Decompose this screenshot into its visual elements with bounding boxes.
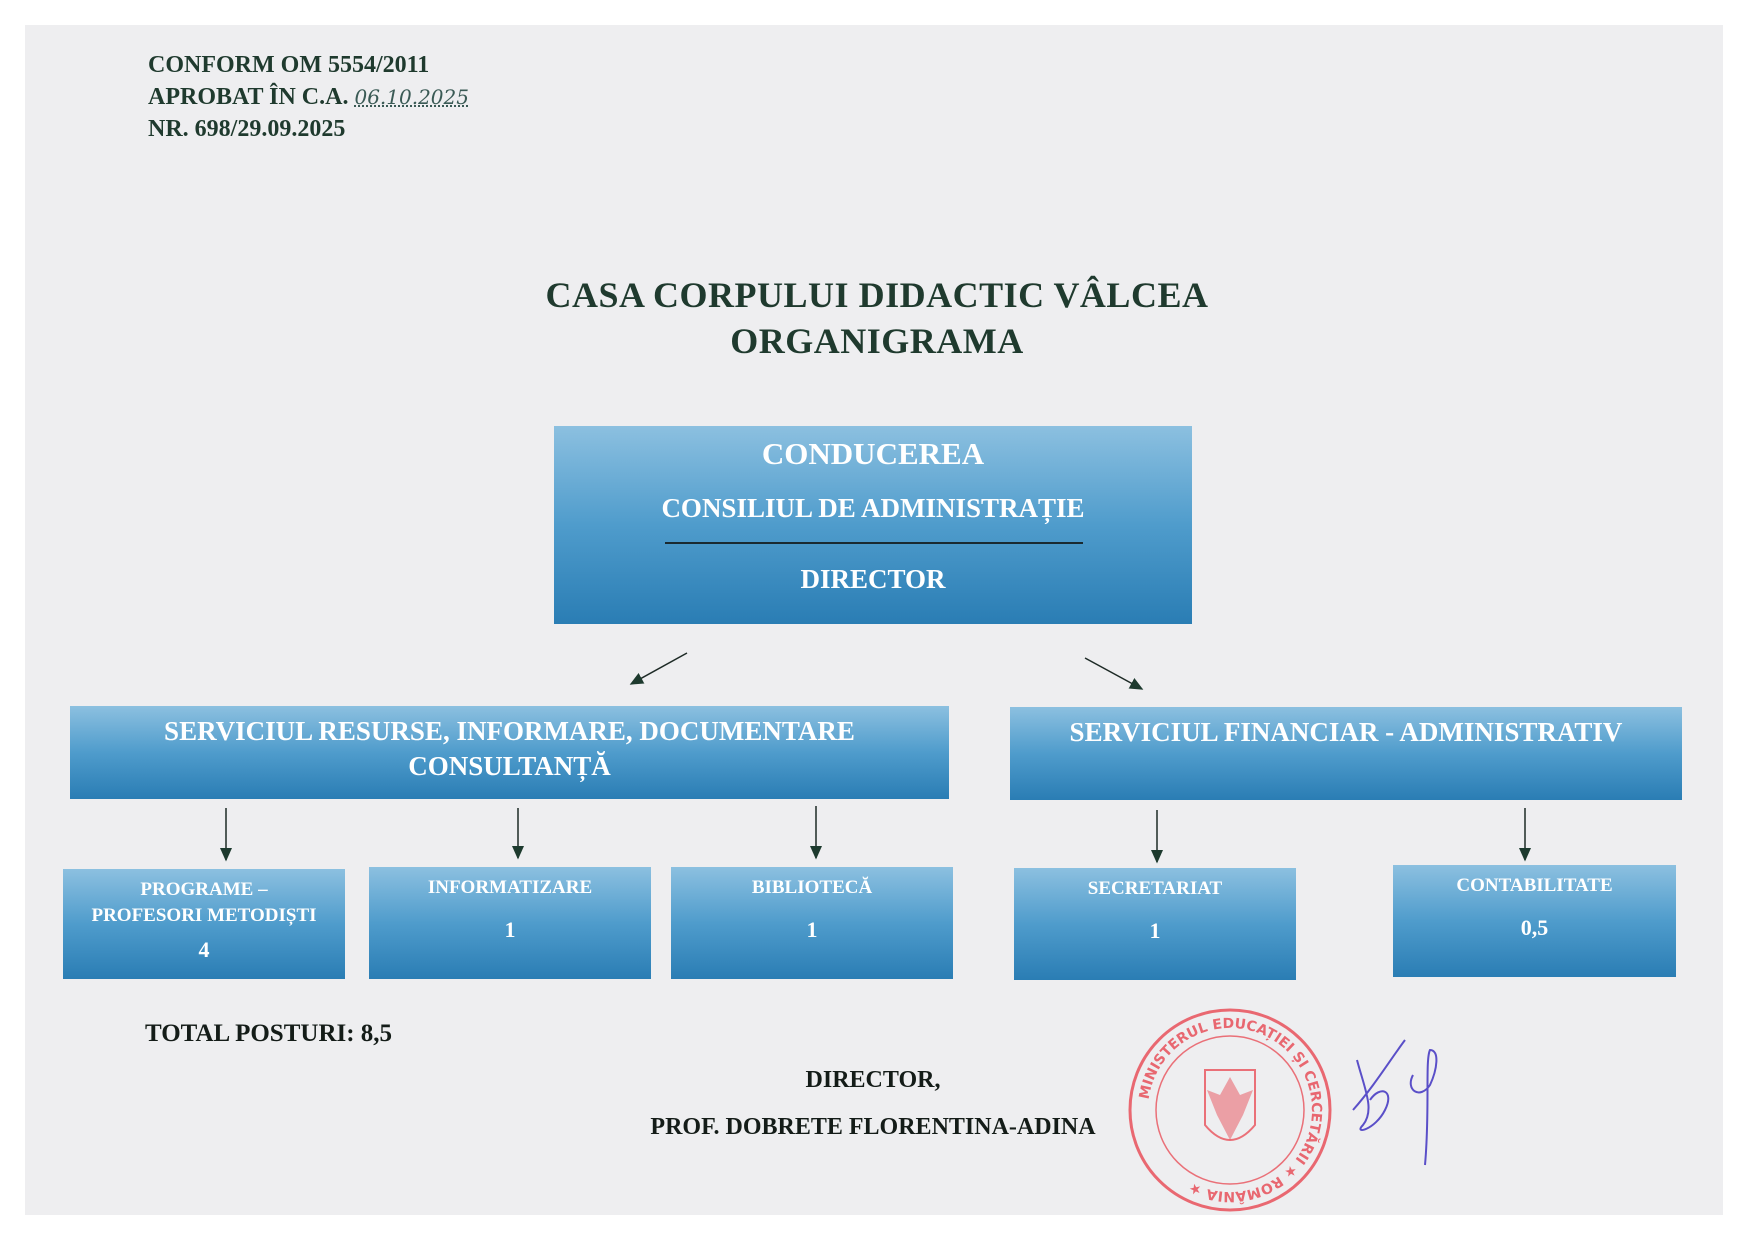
director-label: DIRECTOR bbox=[800, 564, 946, 594]
service-resources-line2: CONSULTANȚĂ bbox=[408, 751, 611, 781]
unit-label: BIBLIOTECĂ bbox=[751, 877, 873, 898]
divider bbox=[665, 542, 1083, 544]
handwritten-date: 06.10.2025 bbox=[354, 85, 469, 109]
service-resources-line1: SERVICIUL RESURSE, INFORMARE, DOCUMENTAR… bbox=[164, 716, 855, 746]
handwritten-signature bbox=[1352, 1039, 1438, 1166]
arrow-left bbox=[629, 652, 688, 685]
unit-posts: 1 bbox=[504, 917, 516, 942]
unit-label: CONTABILITATE bbox=[1456, 875, 1613, 896]
council-label: CONSILIUL DE ADMINISTRAȚIE bbox=[661, 493, 1085, 523]
unit-posts: 1 bbox=[1149, 918, 1161, 943]
signature-name: PROF. DOBRETE FLORENTINA-ADINA bbox=[650, 1114, 1096, 1140]
header-number: NR. 698/29.09.2025 bbox=[148, 116, 346, 142]
total-posts: TOTAL POSTURI: 8,5 bbox=[145, 1020, 393, 1047]
unit-posts: 1 bbox=[806, 917, 818, 942]
signature-role: DIRECTOR, bbox=[805, 1067, 941, 1093]
approved-label: APROBAT ÎN C.A. bbox=[148, 84, 349, 110]
unit-box-biblioteca: BIBLIOTECĂ 1 bbox=[671, 867, 953, 979]
unit-box-informatizare: INFORMATIZARE 1 bbox=[369, 867, 651, 979]
page-title: CASA CORPULUI DIDACTIC VÂLCEA bbox=[545, 275, 1209, 315]
page-subtitle: ORGANIGRAMA bbox=[730, 321, 1024, 361]
unit-box-contabilitate: CONTABILITATE 0,5 bbox=[1393, 865, 1676, 977]
unit-box-secretariat: SECRETARIAT 1 bbox=[1014, 868, 1296, 980]
service-resources-box: SERVICIUL RESURSE, INFORMARE, DOCUMENTAR… bbox=[70, 706, 949, 799]
header-approved: APROBAT ÎN C.A. 06.10.2025 bbox=[148, 84, 469, 111]
service-financial-label: SERVICIUL FINANCIAR - ADMINISTRATIV bbox=[1069, 717, 1623, 747]
unit-label: PROFESORI METODIȘTI bbox=[91, 905, 317, 926]
leadership-box: CONDUCEREA CONSILIUL DE ADMINISTRAȚIE DI… bbox=[554, 426, 1192, 624]
unit-label: INFORMATIZARE bbox=[427, 877, 593, 898]
header-conform: CONFORM OM 5554/2011 bbox=[148, 52, 430, 78]
unit-posts: 0,5 bbox=[1520, 915, 1549, 940]
unit-posts: 4 bbox=[198, 937, 210, 962]
arrow-right bbox=[1084, 657, 1144, 690]
unit-label: SECRETARIAT bbox=[1087, 878, 1223, 899]
unit-label: PROGRAME – bbox=[140, 879, 268, 900]
official-stamp: MINISTERUL EDUCAȚIEI ȘI CERCETĂRII ★ ROM… bbox=[1128, 1008, 1332, 1212]
leadership-heading: CONDUCEREA bbox=[761, 436, 985, 471]
service-financial-box: SERVICIUL FINANCIAR - ADMINISTRATIV bbox=[1010, 707, 1682, 800]
unit-box-programe: PROGRAME – PROFESORI METODIȘTI 4 bbox=[63, 869, 345, 979]
